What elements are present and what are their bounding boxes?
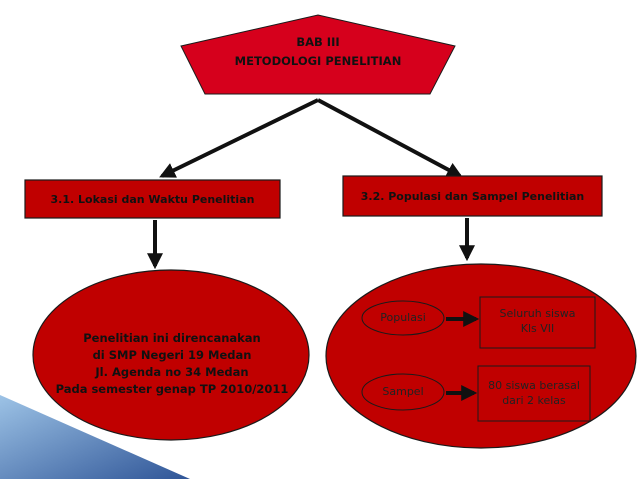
populasi-desc-line1: Seluruh siswa xyxy=(499,307,576,320)
populasi-oval xyxy=(361,300,445,336)
left-title-box xyxy=(24,179,281,219)
left-line-4: Pada semester genap TP 2010/2011 xyxy=(55,382,289,396)
left-title: 3.1. Lokasi dan Waktu Penelitian xyxy=(50,193,255,206)
top-title-line1: BAB III xyxy=(296,35,340,49)
populasi-desc-box xyxy=(479,296,596,349)
left-line-1: Penelitian ini direncanakan xyxy=(83,331,261,345)
populasi-desc-line2: Kls VII xyxy=(520,322,555,335)
sampel-label: Sampel xyxy=(382,385,424,398)
sampel-desc-line2: dari 2 kelas xyxy=(502,394,566,407)
arrow-top-to-right xyxy=(317,98,463,178)
left-ellipse xyxy=(32,269,310,441)
sampel-desc-line1: 80 siswa berasal xyxy=(488,379,580,392)
arrow-top-to-left xyxy=(159,98,319,178)
left-line-2: di SMP Negeri 19 Medan xyxy=(92,348,252,362)
populasi-label: Populasi xyxy=(380,311,426,324)
left-line-3: Jl. Agenda no 34 Medan xyxy=(95,365,249,379)
right-title: 3.2. Populasi dan Sampel Penelitian xyxy=(360,190,585,203)
top-title-line2: METODOLOGI PENELITIAN xyxy=(234,54,402,68)
right-title-box xyxy=(342,175,603,217)
sampel-desc-box xyxy=(477,365,591,422)
sampel-oval xyxy=(361,373,445,411)
top-pentagon xyxy=(180,14,456,95)
corner-decoration xyxy=(0,395,190,479)
